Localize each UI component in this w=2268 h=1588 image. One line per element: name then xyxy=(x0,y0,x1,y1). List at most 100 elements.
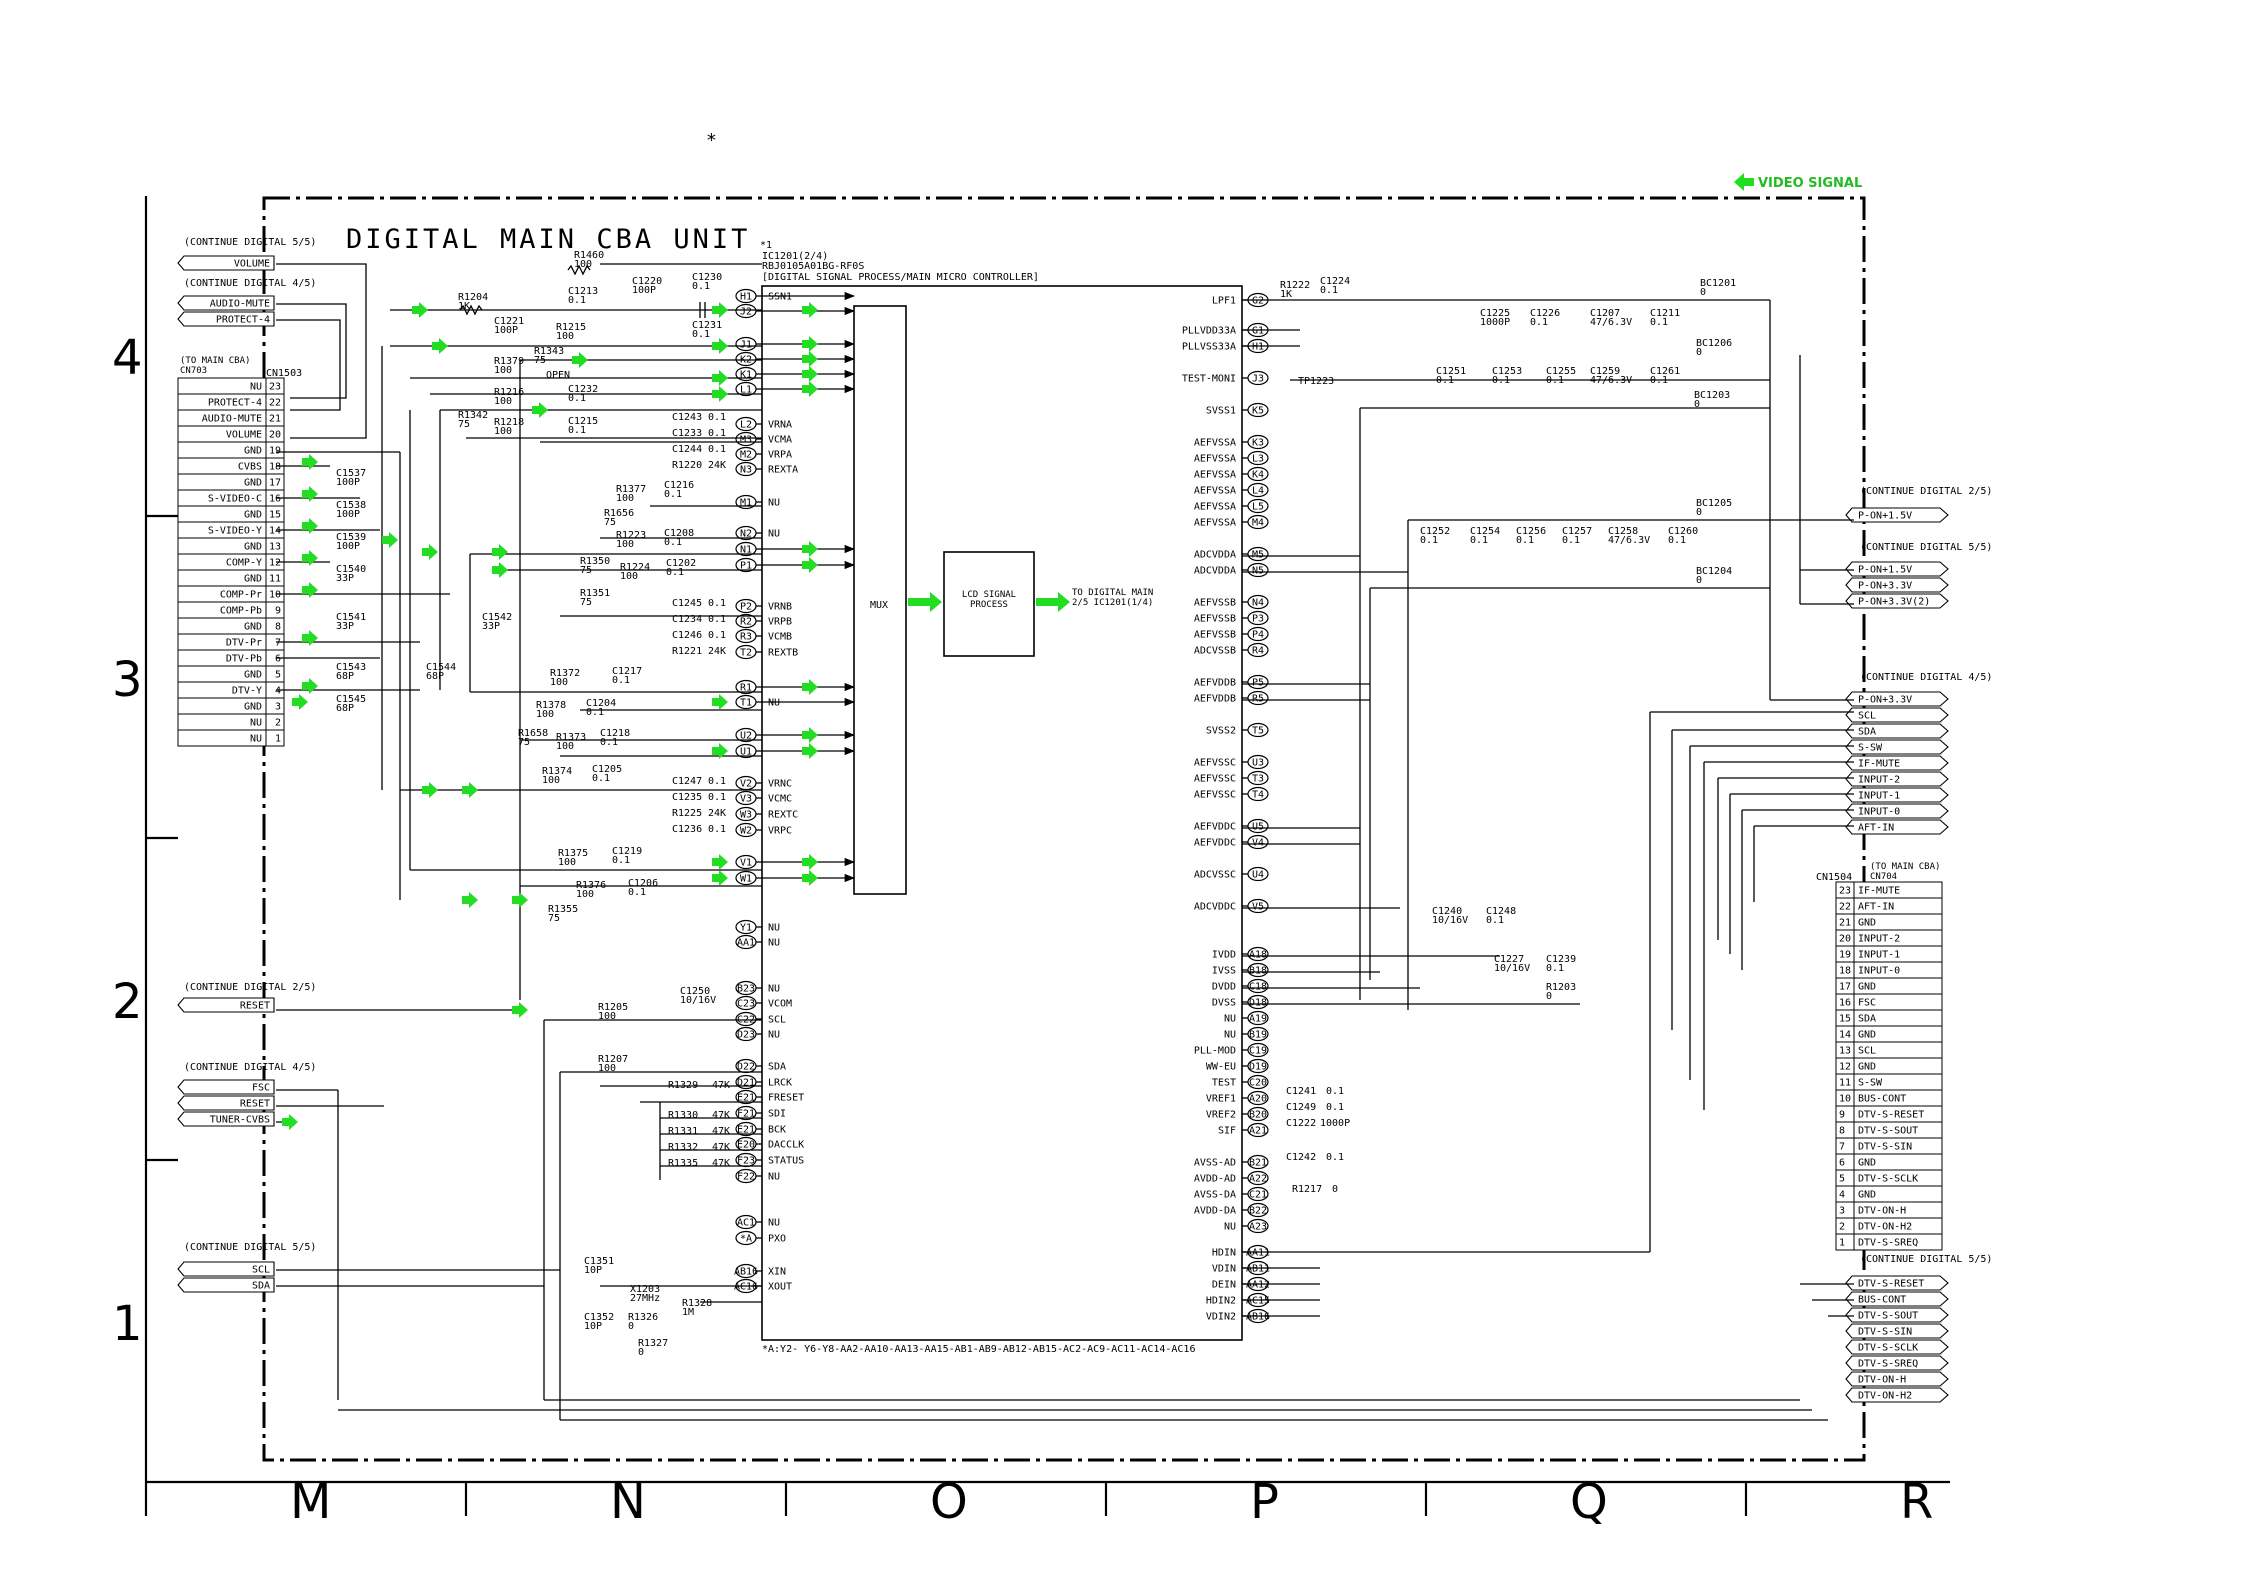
offpage-signal: DTV-S-SCLK xyxy=(1858,1343,1918,1354)
ic-pin-marker xyxy=(1247,674,1269,690)
part-value: 0.1 xyxy=(1516,535,1534,546)
ic-pin-name: HDIN xyxy=(1212,1248,1236,1259)
connector-pin-number: 17 xyxy=(269,478,281,489)
connector-signal: DTV-S-SCLK xyxy=(1858,1174,1918,1185)
star-mark: * xyxy=(706,130,717,151)
part-value: 0.1 xyxy=(1562,535,1580,546)
ic-pin-name: VCMC xyxy=(768,794,792,805)
part-value: 0.1 xyxy=(666,567,684,578)
wiring xyxy=(276,263,1854,1421)
offpage-connector xyxy=(1845,1291,1949,1307)
ic-pin-name: AEFVSSA xyxy=(1194,470,1236,481)
offpage-connector xyxy=(1845,707,1949,723)
part-value: 0.1 xyxy=(708,444,726,455)
ic-pin-name: AVDD-AD xyxy=(1194,1174,1236,1185)
ic-pin-marker xyxy=(1247,498,1269,514)
ic-pin-marker xyxy=(1247,962,1269,978)
part-label: C1537 xyxy=(336,468,366,479)
connector-pin-number: 2 xyxy=(1839,1222,1845,1233)
ic-pin-number: B18 xyxy=(1249,966,1267,977)
grid-column-label: P xyxy=(1250,1474,1279,1530)
ic-pin-name: ADCVSSB xyxy=(1194,646,1236,657)
connector-pin-number: 23 xyxy=(269,382,281,393)
part-value: 100 xyxy=(598,1011,616,1022)
ic-pin-name: REXTA xyxy=(768,465,798,476)
offpage-signal: P-ON+1.5V xyxy=(1858,565,1912,576)
ic-pin-name: AEFVSSB xyxy=(1194,630,1236,641)
ic-pin-marker xyxy=(1247,1026,1269,1042)
grid-column-label: Q xyxy=(1570,1474,1608,1530)
part-value: 0.1 xyxy=(708,824,726,835)
connector-pin-number: 10 xyxy=(269,590,281,601)
ic-pin-marker xyxy=(1247,466,1269,482)
green-arrow-icon xyxy=(802,351,818,367)
part-value: 75 xyxy=(604,517,616,528)
ic-pin-number: R4 xyxy=(1252,646,1264,657)
connector-signal: DTV-S-SIN xyxy=(1858,1142,1912,1153)
part-value: 75 xyxy=(458,419,470,430)
ic-pin-name: WW-EU xyxy=(1206,1062,1236,1073)
connector-signal: GND xyxy=(1858,1062,1876,1073)
offpage-signal: DTV-ON-H xyxy=(1858,1375,1906,1386)
connector-signal: NU xyxy=(250,718,262,729)
connector-pin-number: 12 xyxy=(1839,1062,1851,1073)
part-value: 100 xyxy=(556,331,574,342)
ic-pin-name: AEFVSSC xyxy=(1194,790,1236,801)
ic-pin-name: TEST-MONI xyxy=(1182,374,1236,385)
connector-signal-cell xyxy=(1853,1233,1943,1251)
connector-signal: GND xyxy=(1858,1158,1876,1169)
offpage-signal: INPUT-1 xyxy=(1858,791,1900,802)
ic-pin-marker xyxy=(1247,1122,1269,1138)
connector-signal: DTV-S-SOUT xyxy=(1858,1126,1918,1137)
part-value: 0.1 xyxy=(692,329,710,340)
ic-pin-number: P4 xyxy=(1252,630,1264,641)
connector-pin-number: 19 xyxy=(1839,950,1851,961)
right-offpage-connectors: (CONTINUE DIGITAL 2/5)P-ON+1.5V(CONTINUE… xyxy=(1845,486,1992,1403)
ic-pin-number: K3 xyxy=(1252,438,1264,449)
connector-pin-number: 5 xyxy=(275,670,281,681)
part-label: C1245 xyxy=(672,598,702,609)
cn1504-dest: (TO MAIN CBA) CN704 xyxy=(1870,862,1941,882)
part-value: 0.1 xyxy=(1470,535,1488,546)
connector-signal: GND xyxy=(1858,1030,1876,1041)
connector-pin-number: 4 xyxy=(275,686,281,697)
ic-pin-marker xyxy=(1247,722,1269,738)
ic-pin-number: C23 xyxy=(737,999,755,1010)
part-value: 68P xyxy=(336,703,354,714)
resistor-r1460 xyxy=(567,264,591,276)
ic-pin-name: PLL-MOD xyxy=(1194,1046,1236,1057)
ic-pin-number: A23 xyxy=(1249,1222,1267,1233)
ic-pin-number: T2 xyxy=(740,648,752,659)
ic-pin-number: M4 xyxy=(1252,518,1264,529)
part-label: R1207 xyxy=(598,1054,628,1065)
ic-pin-number: C18 xyxy=(1249,982,1267,993)
unit-title: DIGITAL MAIN CBA UNIT xyxy=(346,224,750,255)
ic-pin-marker xyxy=(1247,994,1269,1010)
part-value: 0 xyxy=(1696,507,1702,518)
part-value: 47K xyxy=(712,1126,730,1137)
offpage-connector xyxy=(177,1111,275,1127)
ic-pin-number: V5 xyxy=(1252,902,1264,913)
part-label: R1373 xyxy=(556,732,586,743)
part-label: C1543 xyxy=(336,662,366,673)
ic-pin-name: NU xyxy=(768,1172,780,1183)
offpage-continue-label: (CONTINUE DIGITAL 4/5) xyxy=(1860,672,1992,683)
connector-pin-cell xyxy=(265,729,285,747)
part-label: C1252 xyxy=(1420,526,1450,537)
ic-pin-marker xyxy=(1247,1074,1269,1090)
green-arrow-icon xyxy=(802,679,818,695)
green-arrow-icon xyxy=(712,302,728,318)
part-value: 100P xyxy=(632,285,656,296)
part-label: C1233 xyxy=(672,428,702,439)
grid-row-label: 4 xyxy=(112,330,143,386)
part-value: 0 xyxy=(1332,1184,1338,1195)
ic-pin-number: R2 xyxy=(740,617,752,628)
connector-signal: GND xyxy=(244,478,262,489)
part-value: 68P xyxy=(426,671,444,682)
part-label: BC1204 xyxy=(1696,566,1732,577)
ic-pin-number: A19 xyxy=(1249,1014,1267,1025)
part-label: R1460 xyxy=(574,250,604,261)
part-value: 0.1 xyxy=(1546,375,1564,386)
connector-pin-number: 9 xyxy=(275,606,281,617)
